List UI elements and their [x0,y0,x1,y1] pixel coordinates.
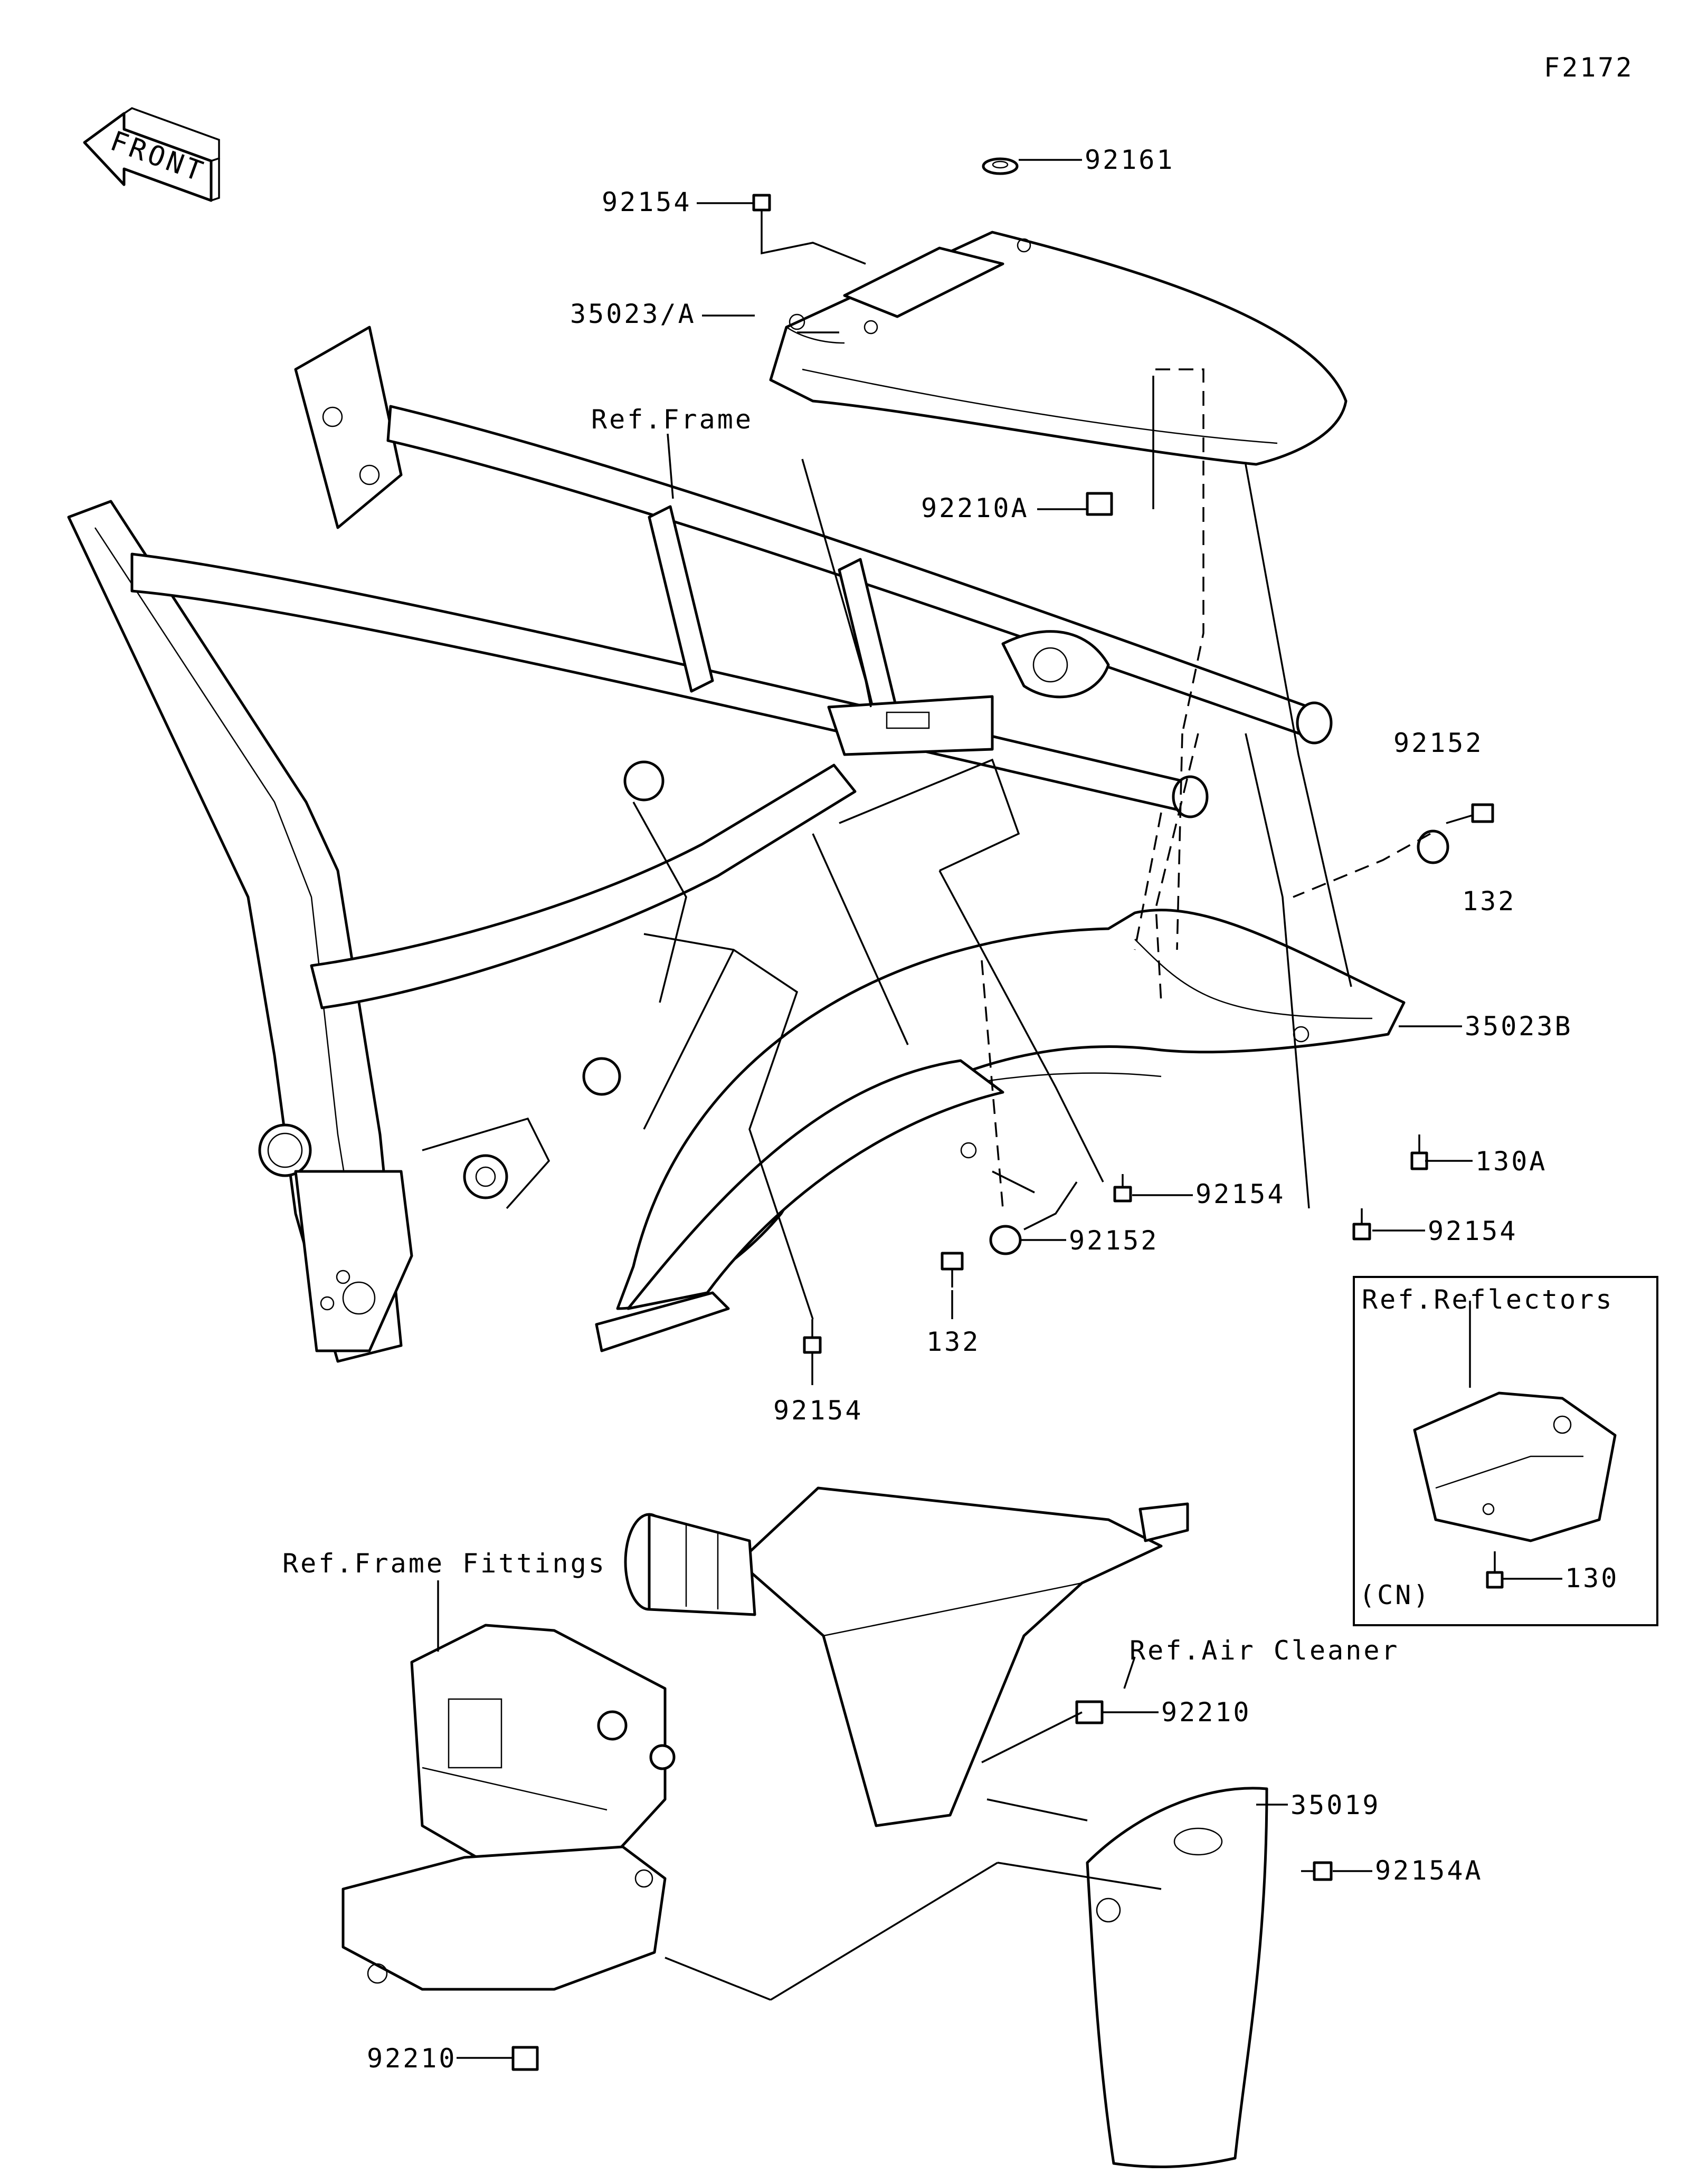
callout-92154-mid: 92154 [1195,1179,1286,1209]
callout-92154-top: 92154 [602,187,692,217]
callout-130a: 130A [1475,1146,1547,1177]
callout-92210-mid: 92210 [1161,1697,1251,1728]
rear-fender-front-35023a [769,231,1348,466]
frame-fittings-assembly [341,1624,676,1991]
callout-130: 130 [1565,1563,1619,1594]
frame-drawing [67,326,1333,1363]
callout-92154a: 92154A [1375,1855,1483,1886]
callout-ref-frame: Ref.Frame [591,404,753,435]
plate-35019 [1086,1787,1268,2169]
air-cleaner-assembly [624,1486,1189,1827]
callout-92152-right: 92152 [1393,728,1484,758]
callout-92210-bottom: 92210 [367,2043,457,2074]
callout-ref-reflectors: Ref.Reflectors [1362,1284,1614,1315]
callout-92154-bottom: 92154 [773,1395,864,1426]
inner-fender [595,1059,1004,1352]
diagram-code: F2172 [1544,52,1634,83]
callout-cn-note: (CN) [1359,1580,1431,1610]
callout-35019: 35019 [1291,1790,1381,1820]
callout-labels: 92161 92154 35023/A Ref.Frame 92210A 921… [282,145,1619,2074]
callout-92161: 92161 [1085,145,1175,175]
callout-132-mid: 132 [926,1327,980,1357]
leader-lines [437,159,1562,2059]
callout-92210a: 92210A [921,493,1029,523]
callout-35023a: 35023/A [570,299,696,329]
callout-ref-air-cleaner: Ref.Air Cleaner [1130,1635,1400,1666]
callout-35023b: 35023B [1465,1011,1573,1042]
front-direction-arrow-icon: FRONT [83,107,220,202]
reflector-inset [1353,1276,1658,1626]
callout-92154-right: 92154 [1428,1216,1518,1246]
callout-92152-mid: 92152 [1069,1225,1159,1256]
callout-ref-frame-fittings: Ref.Frame Fittings [282,1548,606,1579]
callout-132-right: 132 [1462,886,1516,917]
